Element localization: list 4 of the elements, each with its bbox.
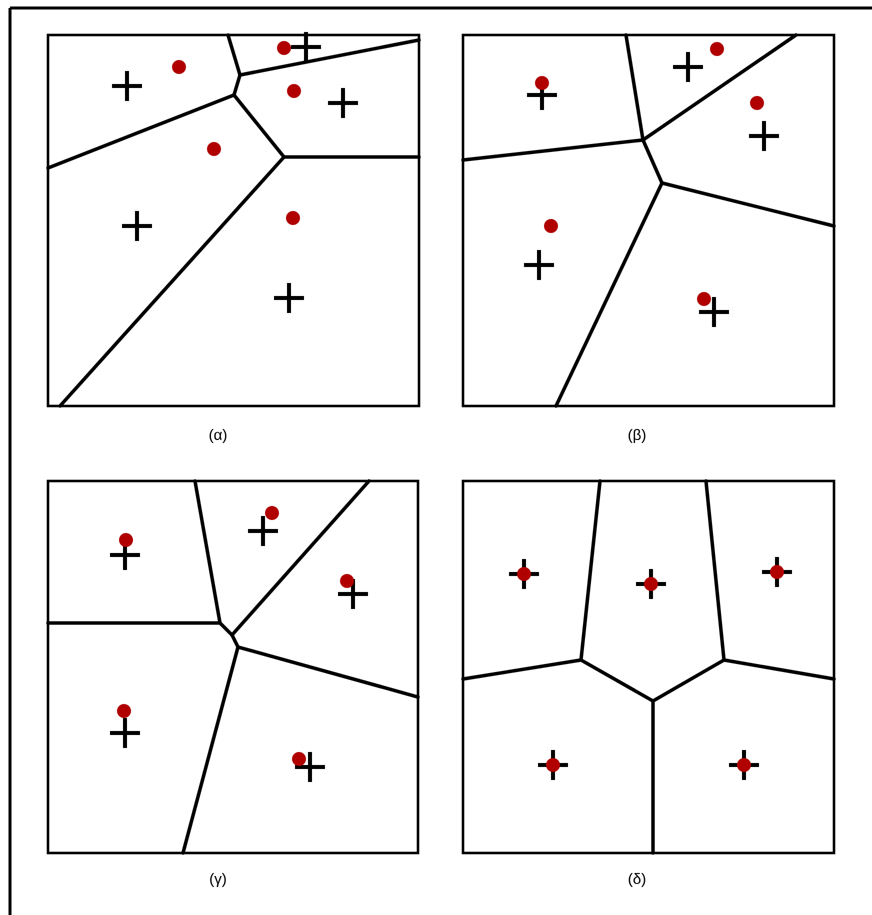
panel-caption: (γ)	[210, 873, 226, 887]
panel-caption: (δ)	[628, 873, 646, 887]
panel-caption: (β)	[628, 429, 646, 443]
panel-caption: (α)	[210, 429, 226, 443]
